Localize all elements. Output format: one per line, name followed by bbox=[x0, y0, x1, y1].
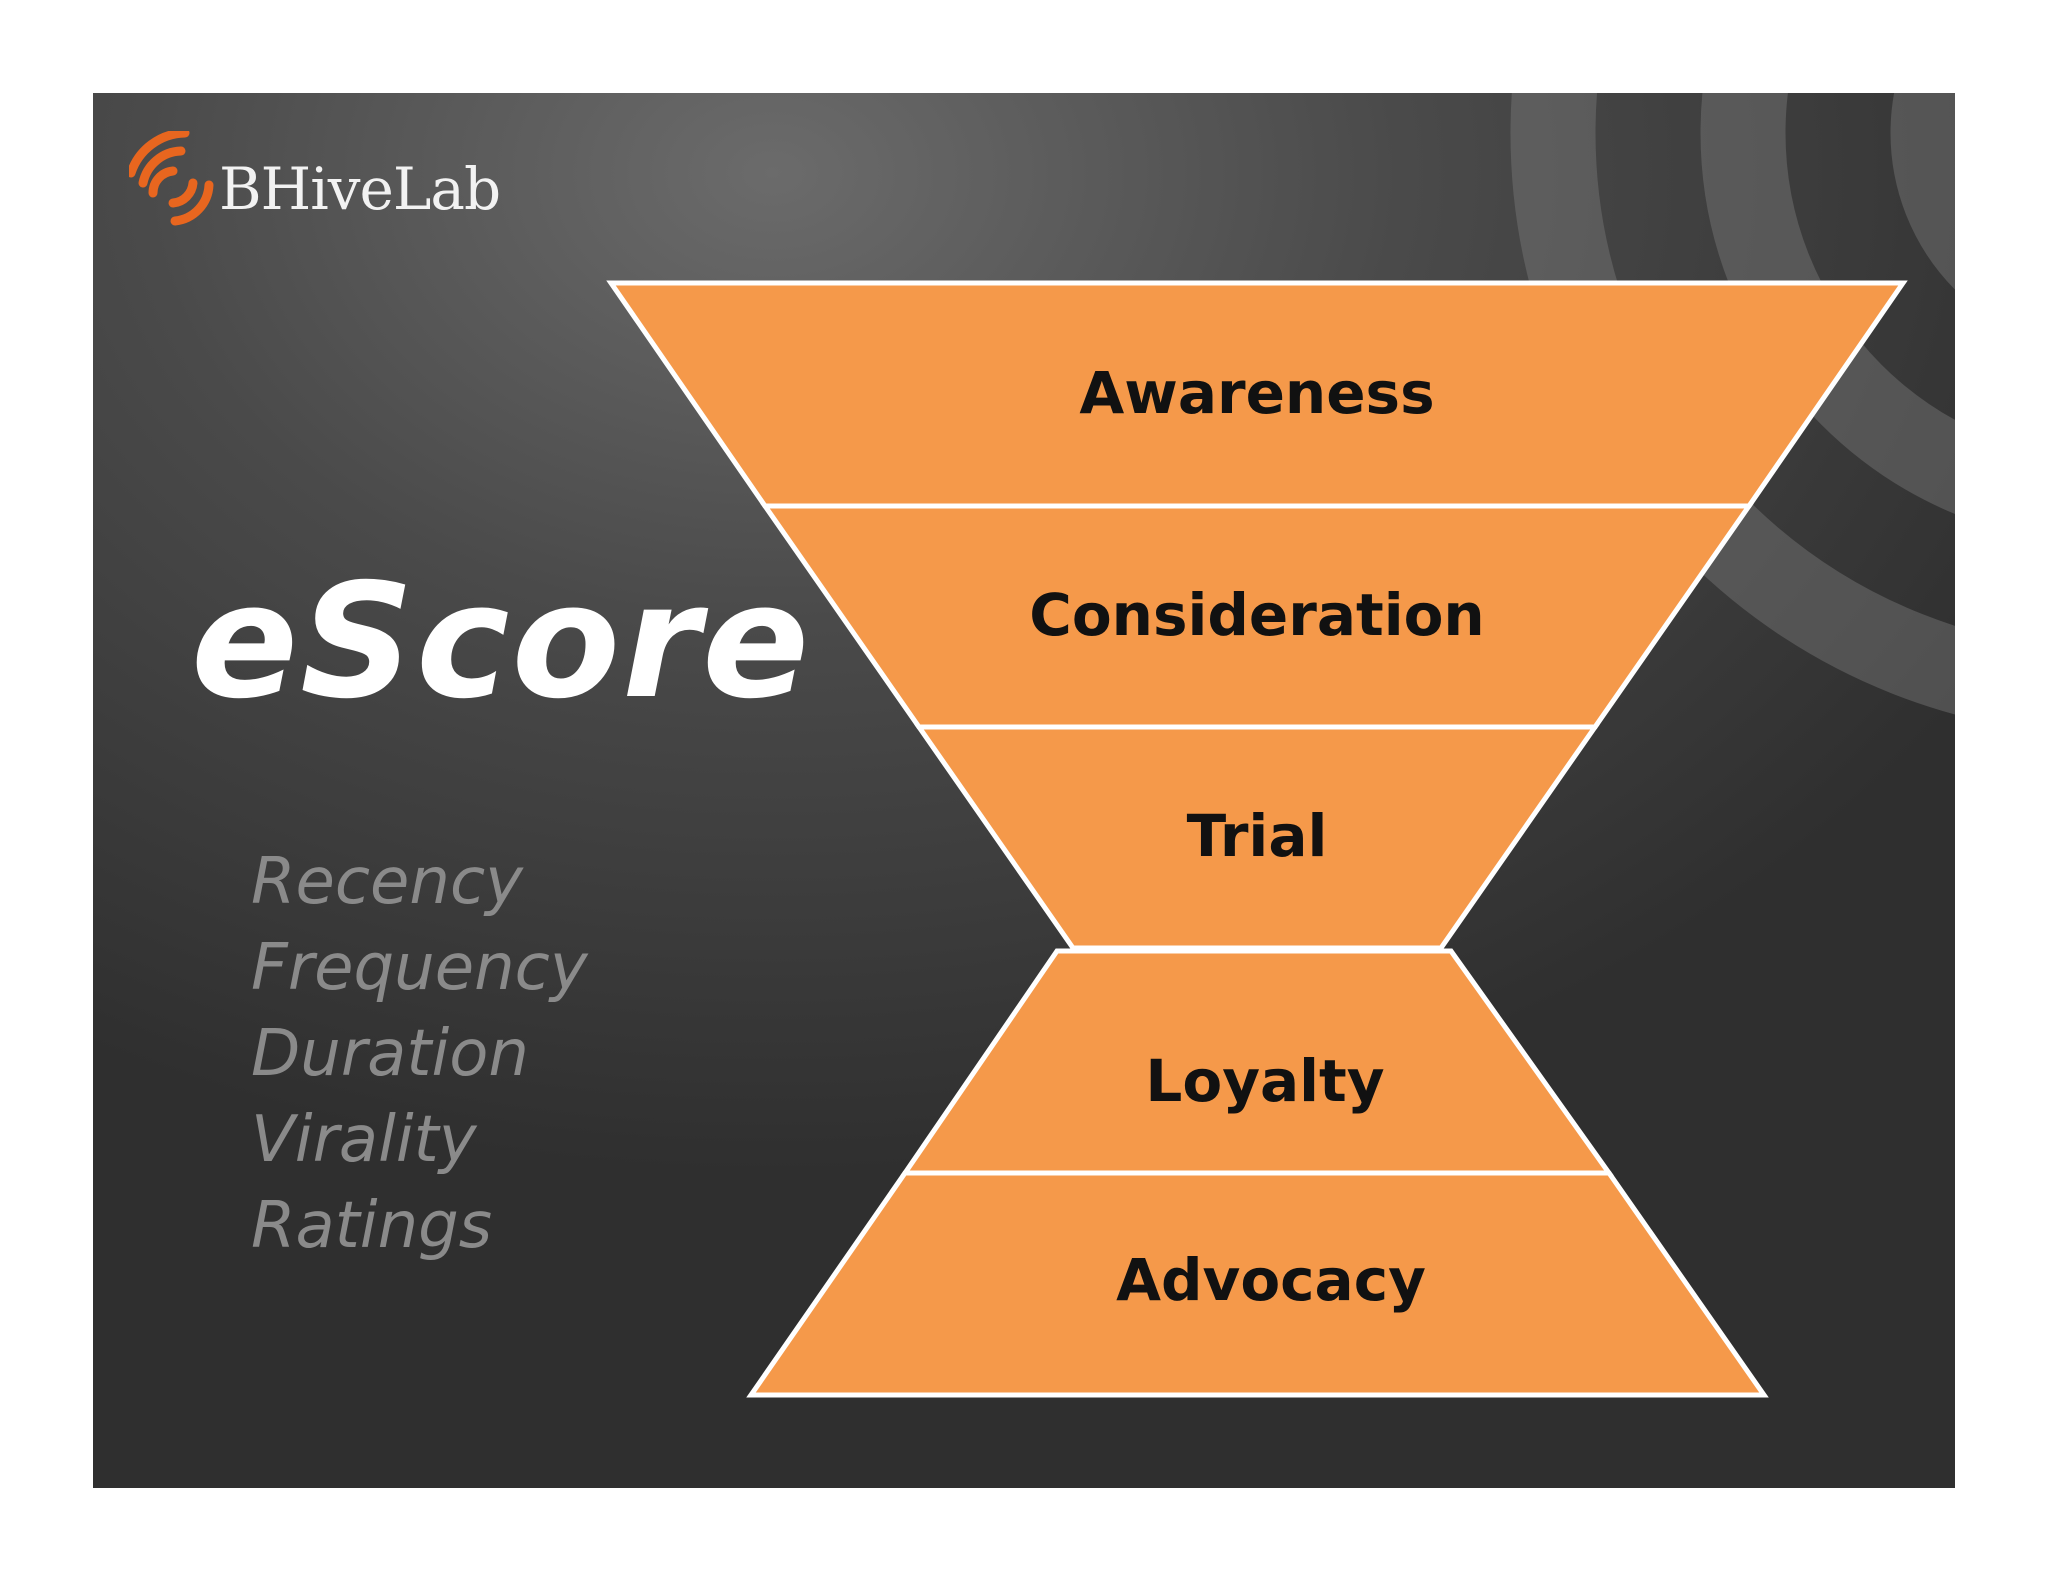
pyramid-stage-advocacy bbox=[746, 1170, 1769, 1398]
metric-item-frequency: Frequency bbox=[251, 931, 588, 1005]
background-arcs-decoration bbox=[1510, 93, 1955, 715]
funnel-label-trial: Trial bbox=[1187, 802, 1328, 870]
metric-item-recency: Recency bbox=[251, 845, 524, 919]
pyramid-label-advocacy: Advocacy bbox=[1116, 1246, 1426, 1314]
funnel-label-awareness: Awareness bbox=[1079, 359, 1434, 427]
funnel-diagram: Awareness Consideration Trial Loyalty Ad… bbox=[606, 280, 1908, 1398]
funnel-stage-trial bbox=[914, 724, 1600, 951]
metric-item-duration: Duration bbox=[251, 1017, 529, 1091]
signal-waves-icon bbox=[129, 131, 214, 226]
brand-name: BHiveLab bbox=[219, 155, 501, 223]
metrics-list: Recency Frequency Duration Virality Rati… bbox=[251, 839, 588, 1269]
funnel-label-consideration: Consideration bbox=[1029, 581, 1484, 649]
slide: BHiveLab eScore Recency Frequency Durati… bbox=[93, 93, 1955, 1488]
pyramid-label-loyalty: Loyalty bbox=[1145, 1047, 1384, 1115]
metric-item-virality: Virality bbox=[251, 1103, 477, 1177]
metric-item-ratings: Ratings bbox=[251, 1189, 493, 1263]
brand-logo: BHiveLab bbox=[129, 131, 501, 231]
page-title: eScore bbox=[191, 550, 812, 734]
